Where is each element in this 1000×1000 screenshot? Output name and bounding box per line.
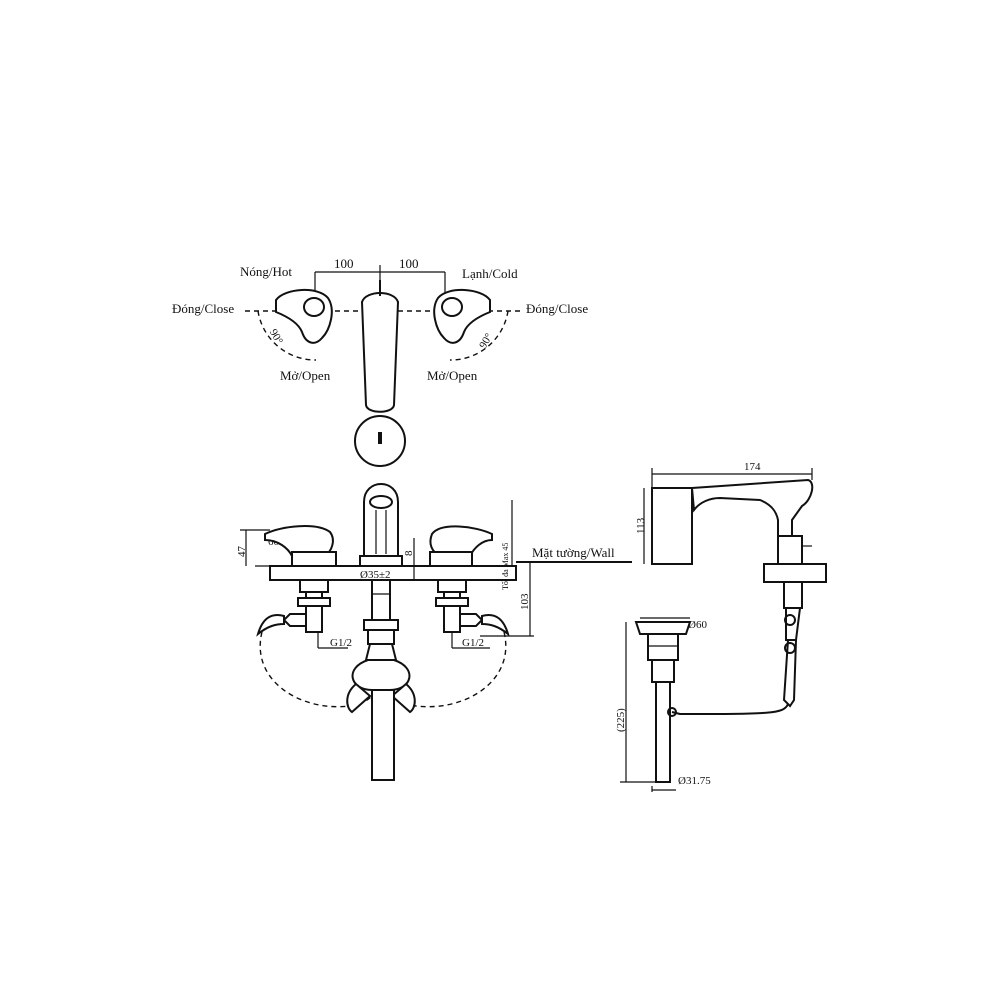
open-left-label: Mở/Open <box>280 368 331 383</box>
cold-label: Lạnh/Cold <box>462 266 518 281</box>
cold-hose <box>393 631 507 708</box>
deck-thickness-note: Tối đa Max 45 <box>501 543 510 590</box>
cold-handle-front: G1/2 <box>429 525 510 649</box>
thread-right-label: G1/2 <box>462 637 484 649</box>
hot-label: Nóng/Hot <box>240 264 292 279</box>
thread-left-label: G1/2 <box>330 637 352 649</box>
drain-length-dimension: (225) <box>615 708 627 732</box>
open-right-label: Mở/Open <box>427 368 478 383</box>
hot-handle-front: G1/2 <box>256 525 352 649</box>
hot-handle-top: 90° <box>257 289 333 361</box>
angle-left-label: 90° <box>267 327 285 346</box>
cold-handle-top: 90° <box>433 289 509 361</box>
close-left-label: Đóng/Close <box>172 301 234 316</box>
spacing-right-dimension: 100 <box>399 256 419 271</box>
dim-8-label: 8 <box>403 550 415 556</box>
wall-label: Mặt tường/Wall <box>532 545 615 560</box>
spout-top <box>354 280 406 467</box>
drain-diameter-label: Ø60 <box>688 619 707 631</box>
pipe-diameter-label: Ø31.75 <box>678 775 711 787</box>
depth-103-dimension: 103 <box>519 593 531 610</box>
spout-length-dimension: 174 <box>744 461 761 473</box>
side-view: 174 113 Ø60 (225) Ø31.75 <box>615 461 827 792</box>
hole-diameter-label: Ø35±2 <box>360 569 390 581</box>
angle-right-label: 90° <box>477 331 495 350</box>
close-right-label: Đóng/Close <box>526 301 588 316</box>
spout-front <box>346 483 416 781</box>
spout-side <box>690 478 814 537</box>
spacing-left-dimension: 100 <box>334 256 354 271</box>
hot-hose <box>259 631 373 708</box>
spout-height-dimension: 113 <box>635 517 647 534</box>
drain-assembly-side <box>634 621 692 783</box>
height-47-dimension: 47 <box>236 546 248 558</box>
front-view: Mặt tường/Wall 47 60 G1/2 <box>236 483 632 781</box>
top-view: 100 100 Nóng/Hot Lạnh/Cold Đóng/Close Đó… <box>172 256 588 467</box>
